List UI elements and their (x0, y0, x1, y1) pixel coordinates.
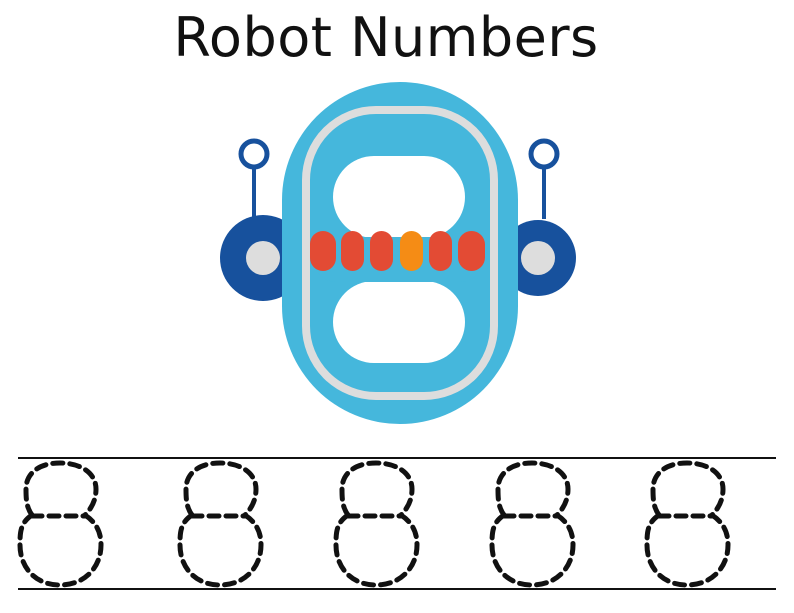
robot-number-eight-illustration (220, 82, 576, 424)
dotted-number-eight-icon (644, 460, 731, 588)
robot-light-1 (310, 231, 336, 271)
robot-light-4 (400, 231, 423, 271)
dotted-number-eight-icon (333, 460, 420, 588)
dotted-number-eight-icon (177, 460, 264, 588)
dotted-number-eight-icon (17, 460, 104, 588)
number-tracing-row (17, 457, 776, 590)
robot-light-3 (370, 231, 393, 271)
left-antenna-icon (238, 138, 270, 219)
robot-light-2 (341, 231, 364, 271)
right-robot-ear-icon (500, 220, 576, 296)
robot-light-6 (458, 231, 485, 271)
right-antenna-icon (528, 138, 560, 219)
robot-lights (310, 231, 485, 271)
robot-light-5 (429, 231, 452, 271)
dotted-number-eight-icon (489, 460, 576, 588)
page-title: Robot Numbers (173, 6, 599, 69)
